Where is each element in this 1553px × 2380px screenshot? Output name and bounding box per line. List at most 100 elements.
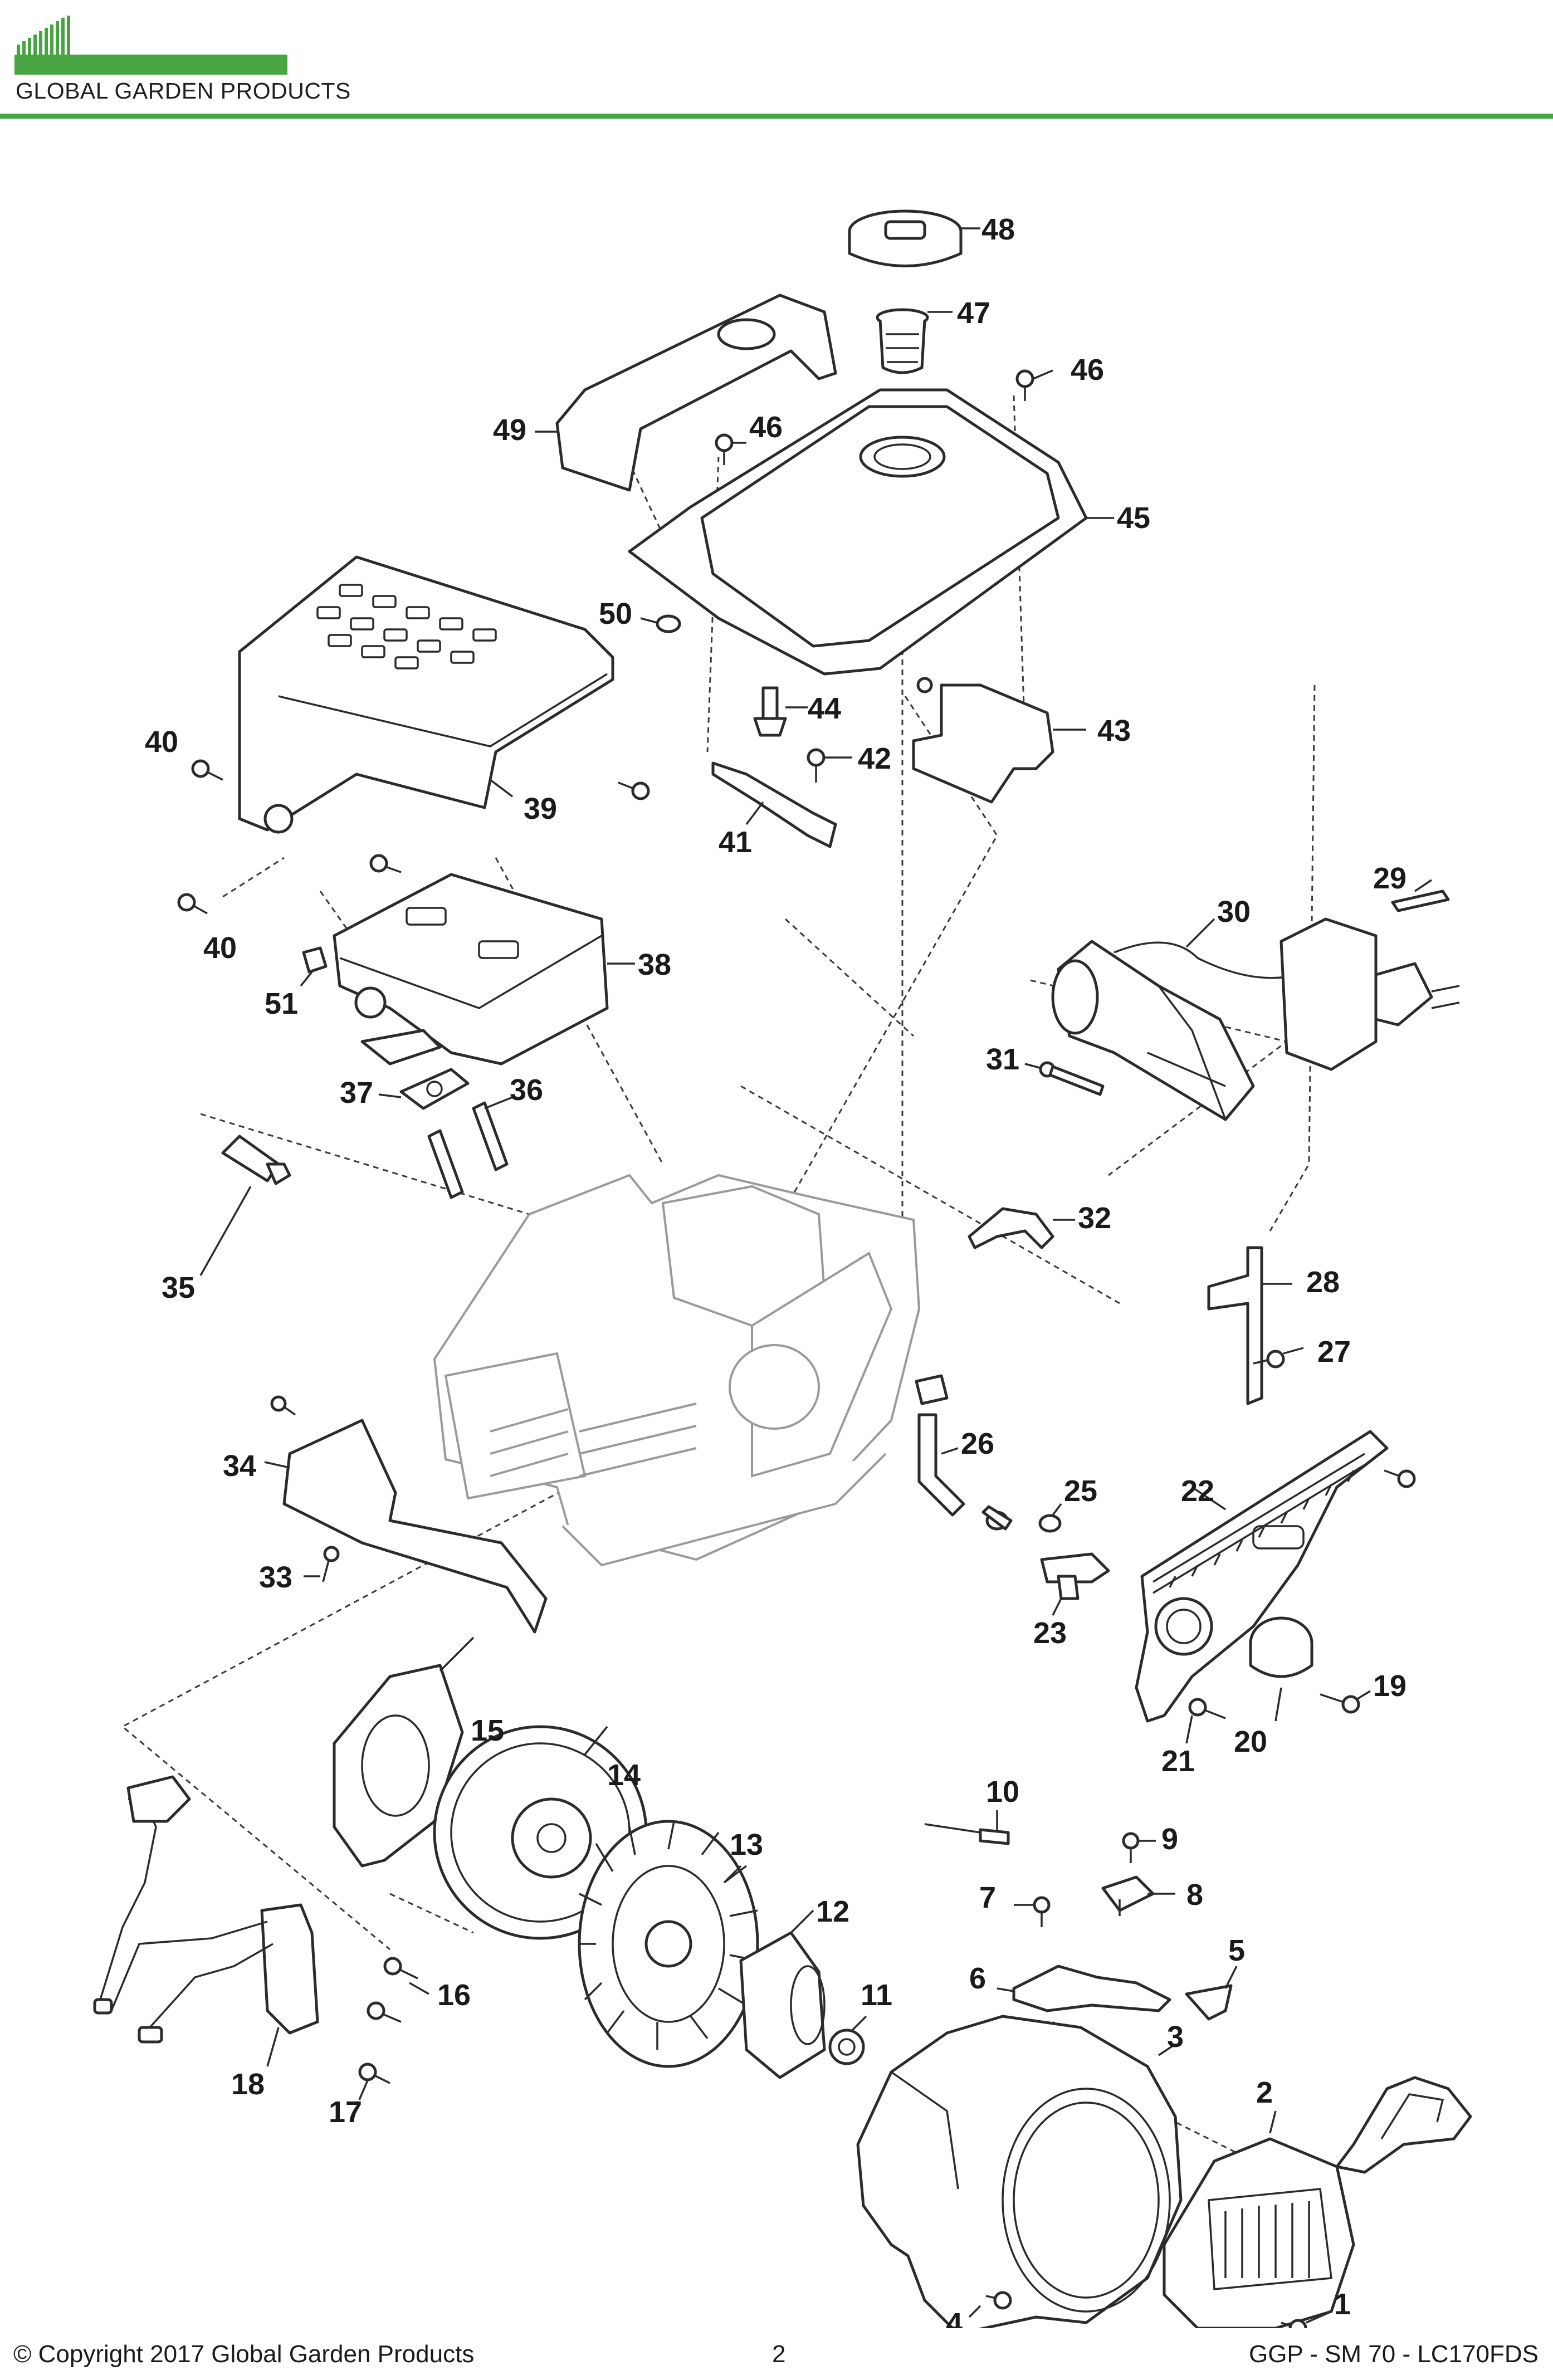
- cover-screw-a: [191, 759, 223, 781]
- label-3: 3: [1167, 2020, 1184, 2054]
- label-26: 26: [961, 1427, 994, 1460]
- fuel-hose: [915, 1374, 965, 1517]
- label-36: 36: [510, 1073, 543, 1107]
- coil-screw-a: [383, 1957, 429, 1995]
- fuel-cap: [848, 209, 980, 267]
- hose-clip: [981, 1505, 1013, 1531]
- tank-nut: [640, 614, 681, 633]
- fuel-tank: [628, 388, 1114, 676]
- part-labels: 48 47 46 46 49 45 50 44 42 4 1 43 40 3 9 4…: [145, 213, 1407, 2328]
- label-47: 47: [957, 296, 990, 330]
- relay-bracket: [1207, 1246, 1292, 1405]
- tank-bracket-right: [912, 677, 1086, 804]
- label-19: 19: [1373, 1669, 1407, 1703]
- bracket-bolt: [1253, 1347, 1304, 1369]
- brand-name: GLOBAL GARDEN PRODUCTS: [16, 78, 351, 104]
- tank-heat-shield: [535, 294, 837, 492]
- label-8: 8: [1186, 1878, 1203, 1912]
- gasket: [378, 1068, 470, 1110]
- label-49: 49: [493, 413, 526, 447]
- recoil-bolt: [1281, 2310, 1332, 2328]
- label-11: 11: [861, 1978, 892, 2012]
- label-32: 32: [1078, 1201, 1111, 1235]
- label-51: 51: [265, 987, 298, 1020]
- tank-screw-a: [715, 433, 746, 465]
- label-15: 15: [471, 1714, 504, 1747]
- label-25: 25: [1064, 1474, 1097, 1508]
- starter-bolt: [1024, 1061, 1105, 1096]
- label-44: 44: [808, 692, 841, 725]
- washer: [1038, 1503, 1062, 1533]
- tank-screw-b: [1015, 369, 1053, 401]
- oil-filler-cap: [1249, 1616, 1313, 1722]
- label-17: 17: [329, 2095, 362, 2129]
- label-42: 42: [858, 742, 891, 775]
- label-48: 48: [981, 213, 1015, 246]
- clip: [300, 946, 328, 987]
- housing-bolt: [968, 2291, 1012, 2318]
- page-number: 2: [772, 2340, 786, 2368]
- label-50: 50: [599, 597, 632, 631]
- ignition-coil: [93, 1775, 319, 2067]
- label-46a: 46: [749, 410, 783, 444]
- label-4: 4: [946, 2307, 963, 2328]
- label-37: 37: [340, 1076, 373, 1110]
- label-28: 28: [1306, 1265, 1340, 1299]
- label-1: 1: [1334, 2288, 1351, 2321]
- speed-control-lever: [997, 1964, 1171, 2012]
- cover-screw-d: [369, 854, 402, 873]
- label-43: 43: [1097, 714, 1131, 747]
- label-31: 31: [986, 1043, 1019, 1076]
- label-20: 20: [1234, 1725, 1267, 1758]
- label-34: 34: [223, 1449, 256, 1483]
- governor-spring: [924, 1810, 1010, 1845]
- shroud-screw-b: [304, 1546, 340, 1582]
- label-5: 5: [1228, 1934, 1245, 1967]
- label-33: 33: [259, 1561, 292, 1594]
- flywheel-nut: [828, 2015, 867, 2065]
- relay-bolt: [1391, 879, 1450, 912]
- label-10: 10: [986, 1775, 1019, 1809]
- fuel-valve: [753, 686, 808, 737]
- fan-housing: [856, 2015, 1183, 2328]
- control-screw: [1014, 1896, 1051, 1927]
- spark-plug: [199, 1135, 291, 1276]
- panel-screw: [1384, 1469, 1416, 1488]
- fuel-tap: [1040, 1552, 1110, 1616]
- tank-bracket-left: [711, 761, 837, 848]
- label-23: 23: [1033, 1616, 1067, 1650]
- page-header: GLOBAL GARDEN PRODUCTS: [0, 0, 1553, 128]
- stop-switch: [1101, 1875, 1175, 1916]
- coil-screw-c: [358, 2063, 390, 2100]
- label-45: 45: [1117, 501, 1150, 535]
- document-code: GGP - SM 70 - LC170FDS: [1248, 2340, 1539, 2368]
- label-9: 9: [1161, 1822, 1178, 1856]
- label-40a: 40: [145, 725, 178, 759]
- drain-bolt: [1185, 1698, 1226, 1744]
- label-46b: 46: [1071, 353, 1104, 387]
- starter-motor: [1051, 918, 1298, 1121]
- cover-screw-b: [177, 893, 208, 915]
- label-18: 18: [231, 2068, 265, 2101]
- label-2: 2: [1256, 2076, 1273, 2109]
- ggp-logo-icon: [14, 16, 287, 75]
- copyright-notice: © Copyright 2017 Global Garden Products: [13, 2340, 475, 2368]
- exhaust-shroud: [264, 1419, 548, 1634]
- cover-screw-c: [618, 781, 650, 800]
- bracket-screw: [807, 748, 852, 783]
- label-12: 12: [816, 1895, 849, 1928]
- label-27: 27: [1317, 1335, 1351, 1369]
- label-30: 30: [1217, 895, 1251, 928]
- label-14: 14: [607, 1758, 641, 1792]
- engine-block: [433, 1174, 921, 1567]
- label-38: 38: [638, 948, 671, 981]
- label-35: 35: [162, 1271, 195, 1304]
- label-6: 6: [969, 1962, 986, 1995]
- engine-backplate: [1135, 1430, 1389, 1723]
- label-16: 16: [437, 1978, 471, 2012]
- label-40b: 40: [203, 931, 237, 965]
- page-footer: © Copyright 2017 Global Garden Products …: [0, 2328, 1553, 2380]
- air-cleaner-cover: [238, 555, 614, 834]
- control-knob: [1185, 1966, 1238, 2021]
- switch-screw: [1122, 1832, 1156, 1863]
